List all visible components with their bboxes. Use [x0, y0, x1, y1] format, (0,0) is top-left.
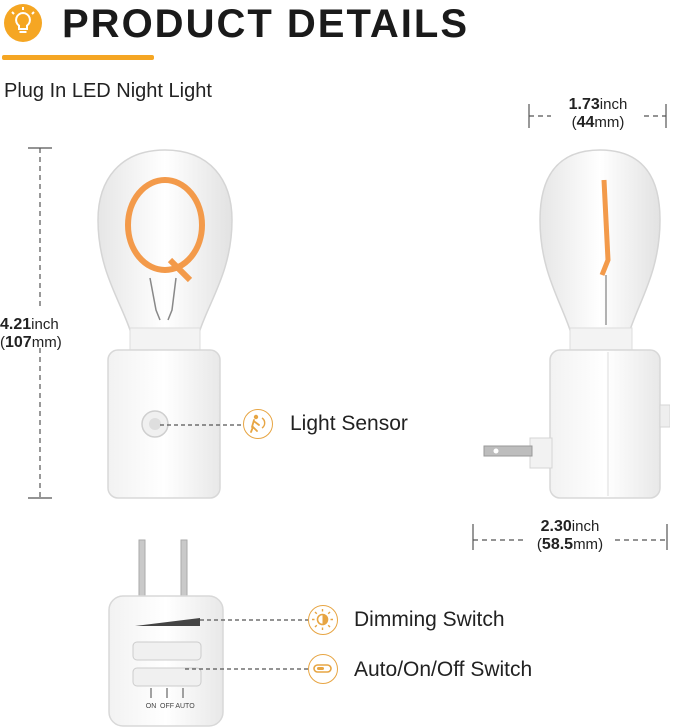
height-dimension-line — [28, 147, 52, 499]
mode-switch-leader — [185, 668, 310, 670]
front-view-lamp — [97, 149, 233, 499]
slide-switch-icon — [308, 654, 338, 684]
motion-sensor-icon — [243, 409, 273, 439]
side-view-lamp — [483, 149, 670, 499]
switch-label-off: OFF — [160, 703, 174, 710]
dimming-switch-label: Dimming Switch — [354, 608, 505, 631]
switch-label-auto: AUTO — [175, 703, 195, 710]
mode-switch-label: Auto/On/Off Switch — [354, 658, 533, 681]
switch-label-on: ON — [146, 703, 157, 710]
top-width-dimension-line — [528, 104, 667, 128]
light-sensor-label: Light Sensor — [290, 412, 408, 435]
page-title: PRODUCT DETAILS — [62, 2, 470, 46]
lightbulb-icon — [4, 4, 42, 42]
height-label: 4.21inch (107mm) — [0, 316, 62, 351]
back-view-lamp: ON OFF AUTO — [108, 539, 224, 727]
title-underline — [2, 55, 154, 60]
depth-dimension-line — [472, 524, 668, 550]
depth-label: 2.30inch (58.5mm) — [536, 518, 604, 553]
product-subtitle: Plug In LED Night Light — [4, 80, 212, 102]
brightness-icon — [308, 605, 338, 635]
top-width-label: 1.73inch (44mm) — [568, 96, 628, 131]
light-sensor-leader — [160, 424, 245, 426]
dimming-switch-leader — [200, 619, 310, 621]
